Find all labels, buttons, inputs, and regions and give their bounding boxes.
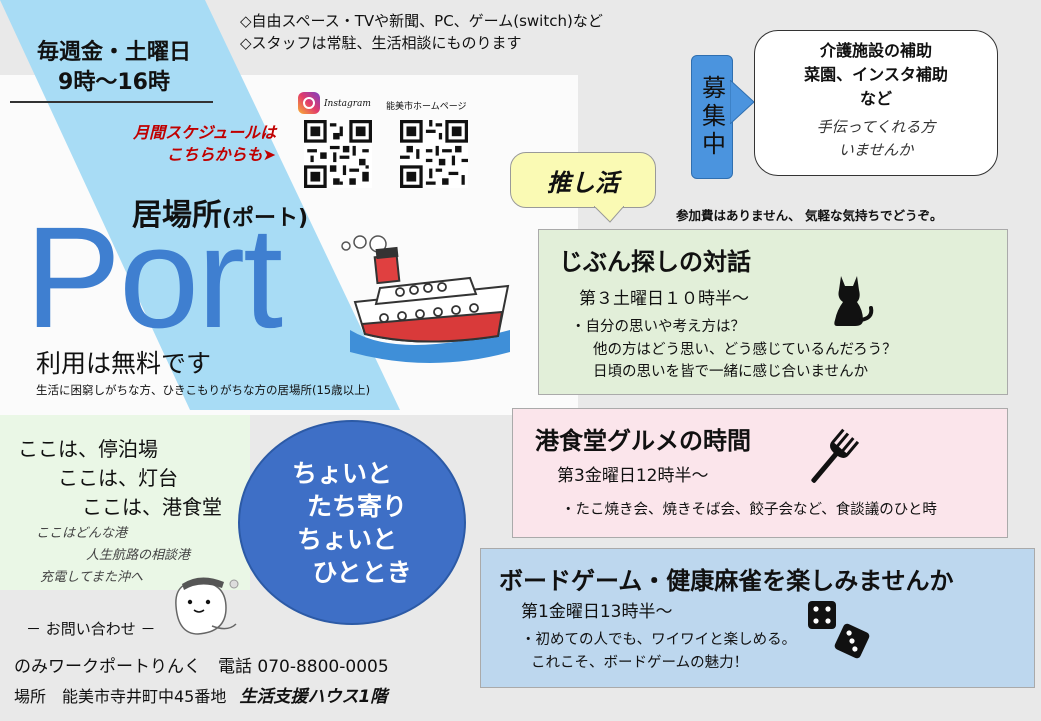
- brand-title-main: 居場所: [132, 198, 222, 233]
- schedule-hours: 9時～16時: [58, 70, 170, 95]
- green-panel: [0, 415, 250, 590]
- circle-line-1: ちょいと: [291, 458, 392, 488]
- fee-note: 参加費はありません、 気軽な気持ちでどうぞ。: [676, 208, 943, 223]
- feature-line-2: ◇スタッフは常駐、生活相談にものります: [240, 34, 522, 52]
- cat-icon: [834, 276, 874, 326]
- instagram-label: Instagram: [324, 99, 371, 109]
- ship-illustration: [341, 235, 510, 363]
- fork-icon: [811, 428, 860, 483]
- circle-line-3: ちょいと: [296, 524, 397, 554]
- event-dialogue-title: じぶん探しの対話: [559, 248, 751, 276]
- contact-org-phone: のみワークポートりんく 電話 070-8800-0005: [14, 657, 389, 677]
- monthly-schedule-line-2: こちらからも➤: [166, 145, 276, 164]
- features-block: ◇自由スペース・TVや新聞、PC、ゲーム(switch)など ◇スタッフは常駐、…: [240, 10, 603, 54]
- event-boardgame-desc-1: ・初めての人でも、ワイワイと楽しめる。: [521, 632, 797, 648]
- brand-title-reading: (ポート): [222, 206, 309, 231]
- event-dialogue-time: 第３土曜日１０時半～: [579, 289, 749, 309]
- oshikatsu-label: 推し活: [547, 168, 619, 197]
- harbor-line-1: ここは、停泊場: [18, 437, 158, 461]
- recruit-line-5: いませんか: [838, 141, 914, 159]
- event-gourmet-time: 第3金曜日12時半～: [557, 466, 709, 486]
- mascot-illustration: [175, 577, 239, 635]
- instagram-qr-code[interactable]: [304, 120, 372, 188]
- port-logo: Port: [25, 197, 283, 358]
- contact-heading: － お問い合わせ －: [26, 620, 156, 638]
- recruit-line-3: など: [859, 89, 892, 108]
- circle-line-4: ひととき: [312, 557, 412, 587]
- monthly-schedule-line-1: 月間スケジュールは: [133, 123, 276, 142]
- feature-line-1: ◇自由スペース・TVや新聞、PC、ゲーム(switch)など: [240, 12, 603, 30]
- schedule-block: 毎週金・土曜日 9時～16時: [14, 38, 214, 98]
- schedule-underline: [10, 101, 213, 103]
- event-gourmet-desc: ・たこ焼き会、焼きそば会、餃子会など、食談議のひと時: [561, 502, 937, 518]
- contact-place: 場所 能美市寺井町中45番地: [14, 687, 227, 706]
- instagram-icon: [298, 92, 320, 114]
- target-audience-text: 生活に困窮しがちな方、ひきこもりがちな方の居場所(15歳以上): [36, 383, 371, 397]
- recruit-line-4: 手伝ってくれる方: [816, 118, 936, 136]
- recruit-tag-text: 募集中: [697, 75, 726, 159]
- homepage-qr-code[interactable]: [400, 120, 468, 188]
- event-boardgame-box: ボードゲーム・健康麻雀を楽しみませんか 第1金曜日13時半～ ・初めての人でも、…: [480, 548, 1035, 688]
- schedule-days: 毎週金・土曜日: [36, 40, 191, 65]
- contact-address: 場所 能美市寺井町中45番地 生活支援ハウス1階: [14, 682, 387, 707]
- contact-building: 生活支援ハウス1階: [239, 687, 388, 707]
- free-usage-text: 利用は無料です: [36, 349, 212, 378]
- event-dialogue-desc-2: 他の方はどう思い、どう感じているんだろう？: [593, 342, 897, 358]
- event-boardgame-desc-2: これこそ、ボードゲームの魅力！: [531, 655, 749, 671]
- event-gourmet-box: 港食堂グルメの時間 第3金曜日12時半～ ・たこ焼き会、焼きそば会、餃子会など、…: [512, 408, 1008, 538]
- oshikatsu-bubble-tail: [594, 206, 624, 223]
- harbor-sub-1: ここはどんな港: [36, 526, 128, 541]
- brand-title: 居場所(ポート): [132, 190, 308, 234]
- homepage-label: 能美市ホームページ: [386, 102, 467, 112]
- event-dialogue-box: じぶん探しの対話 第３土曜日１０時半～ ・自分の思いや考え方は？ 他の方はどう思…: [538, 229, 1008, 395]
- circle-line-2: たち寄り: [306, 491, 407, 521]
- event-boardgame-time: 第1金曜日13時半～: [521, 602, 673, 622]
- harbor-sub-2: 人生航路の相談港: [86, 548, 191, 563]
- recruit-line-1: 介護施設の補助: [819, 41, 932, 60]
- event-gourmet-title: 港食堂グルメの時間: [535, 427, 751, 455]
- harbor-line-2: ここは、灯台: [58, 466, 178, 490]
- event-dialogue-desc-1: ・自分の思いや考え方は？: [571, 319, 745, 335]
- harbor-line-3: ここは、港食堂: [82, 495, 222, 519]
- event-dialogue-desc-3: 日頃の思いを皆で一緒に感じ合いませんか: [593, 364, 869, 380]
- drop-by-circle: ちょいと たち寄り ちょいと ひととき: [238, 420, 466, 625]
- recruit-tag: 募集中: [691, 55, 733, 179]
- monthly-schedule-note: 月間スケジュールは こちらからも➤: [86, 122, 276, 166]
- recruit-box: 介護施設の補助 菜園、インスタ補助 など 手伝ってくれる方 いませんか: [754, 30, 998, 176]
- recruit-tag-pointer: [730, 80, 755, 124]
- harbor-sub-3: 充電してまた沖へ: [40, 570, 143, 585]
- oshikatsu-bubble: 推し活: [510, 152, 656, 208]
- event-boardgame-title: ボードゲーム・健康麻雀を楽しみませんか: [499, 567, 954, 595]
- dice-icon: [808, 601, 870, 659]
- recruit-line-2: 菜園、インスタ補助: [804, 65, 948, 84]
